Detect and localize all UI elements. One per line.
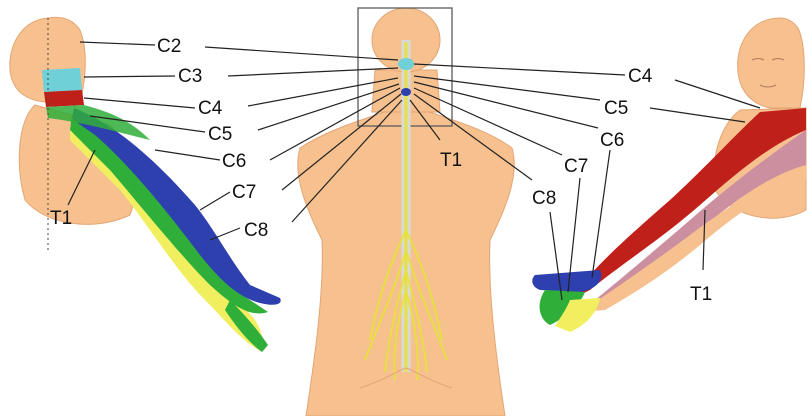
label-t1-center: T1 xyxy=(440,150,462,171)
label-c4-right: C4 xyxy=(628,66,653,87)
label-c3: C3 xyxy=(178,66,202,87)
label-c5-left: C5 xyxy=(208,124,232,145)
label-t1-left: T1 xyxy=(50,208,72,229)
label-c2: C2 xyxy=(157,36,181,57)
torso-figure xyxy=(298,8,514,416)
label-c7-left: C7 xyxy=(232,182,256,203)
label-c4-left: C4 xyxy=(198,98,223,119)
c4-nerve-root-marker xyxy=(401,88,411,96)
label-c8-right: C8 xyxy=(532,188,556,209)
label-c6-left: C6 xyxy=(222,151,246,172)
label-c5-right: C5 xyxy=(604,98,628,119)
label-c8-left: C8 xyxy=(244,220,268,241)
c3-nerve-root-marker xyxy=(398,58,414,70)
label-c7-right: C7 xyxy=(564,156,588,177)
label-t1-right: T1 xyxy=(690,284,712,305)
label-c6-right: C6 xyxy=(600,130,624,151)
left-neck-c4-band xyxy=(44,90,84,107)
right-hand-c6 xyxy=(532,270,601,292)
right-head xyxy=(738,18,805,108)
